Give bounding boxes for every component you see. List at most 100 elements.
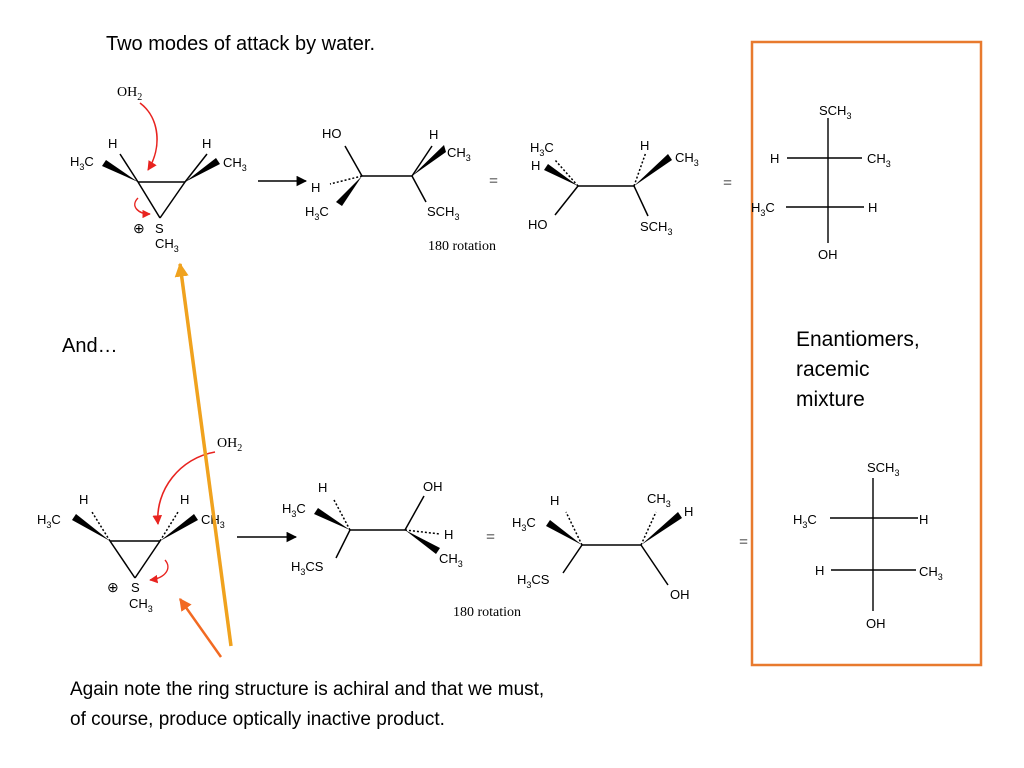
bottom-product-labels: H H3C OH H CH3 H3CS bbox=[282, 479, 463, 577]
svg-text:H3C: H3C bbox=[793, 512, 817, 530]
svg-text:H: H bbox=[108, 136, 117, 151]
svg-text:H: H bbox=[531, 158, 540, 173]
wedge-bond bbox=[546, 520, 582, 545]
svg-text:Enantiomers,: Enantiomers, bbox=[796, 328, 920, 351]
svg-text:CH3: CH3 bbox=[439, 551, 463, 569]
svg-text:H3C: H3C bbox=[37, 512, 61, 530]
svg-text:SCH3: SCH3 bbox=[640, 219, 672, 237]
bottom-ring-labels: H H H3C CH3 S CH3 ⊕ bbox=[37, 492, 225, 614]
equals-sign: = bbox=[486, 529, 495, 546]
svg-text:H: H bbox=[770, 151, 779, 166]
bottom-product-sawhorse bbox=[333, 495, 441, 559]
long-pointer-arrow bbox=[174, 262, 233, 647]
svg-text:SCH3: SCH3 bbox=[427, 204, 459, 222]
svg-text:H: H bbox=[684, 504, 693, 519]
svg-text:H3C: H3C bbox=[70, 154, 94, 172]
svg-text:CH3: CH3 bbox=[675, 150, 699, 168]
ring-open-arrow bbox=[149, 559, 169, 584]
svg-text:of course, produce optically i: of course, produce optically inactive pr… bbox=[70, 709, 445, 730]
svg-text:OH: OH bbox=[866, 616, 886, 631]
svg-text:H: H bbox=[180, 492, 189, 507]
wedge-bond bbox=[405, 530, 440, 554]
svg-text:OH: OH bbox=[670, 587, 690, 602]
svg-text:H: H bbox=[815, 563, 824, 578]
wedge-bond bbox=[641, 512, 682, 545]
svg-text:CH3: CH3 bbox=[647, 491, 671, 509]
enantiomers-label: Enantiomers, racemic mixture bbox=[796, 328, 920, 411]
svg-text:CH3: CH3 bbox=[223, 155, 247, 173]
enantiomer-box bbox=[750, 40, 983, 667]
svg-text:H: H bbox=[550, 493, 559, 508]
svg-text:OH: OH bbox=[818, 247, 838, 262]
wedge-bond bbox=[314, 508, 350, 530]
ring-open-arrow bbox=[134, 197, 151, 219]
bottom-episulfonium-ring bbox=[91, 511, 179, 579]
svg-text:H3C: H3C bbox=[751, 200, 775, 218]
short-pointer-arrow bbox=[178, 597, 223, 658]
svg-text:OH: OH bbox=[423, 479, 443, 494]
svg-text:SCH3: SCH3 bbox=[867, 460, 899, 478]
note-text: Again note the ring structure is achiral… bbox=[70, 679, 544, 730]
svg-text:HO: HO bbox=[528, 217, 548, 232]
equals-sign: = bbox=[723, 175, 732, 192]
svg-text:CH3: CH3 bbox=[919, 564, 943, 582]
svg-text:H: H bbox=[919, 512, 928, 527]
svg-text:H3C: H3C bbox=[530, 140, 554, 158]
svg-text:CH3: CH3 bbox=[447, 145, 471, 163]
water-label: OH2 bbox=[217, 436, 242, 454]
wedge-bond bbox=[185, 158, 220, 182]
svg-text:H3C: H3C bbox=[282, 501, 306, 519]
equals-sign: = bbox=[739, 534, 748, 551]
svg-text:CH3: CH3 bbox=[867, 151, 891, 169]
svg-text:S: S bbox=[131, 580, 140, 595]
svg-text:⊕: ⊕ bbox=[133, 220, 145, 236]
svg-text:H3CS: H3CS bbox=[291, 559, 324, 577]
svg-text:mixture: mixture bbox=[796, 388, 865, 411]
fischer-projection-bottom bbox=[830, 478, 918, 611]
svg-text:H: H bbox=[318, 480, 327, 495]
wedge-bond bbox=[72, 514, 110, 541]
top-rotated-sawhorse bbox=[554, 151, 649, 217]
attack-arrow bbox=[139, 102, 158, 171]
svg-text:CH3: CH3 bbox=[155, 236, 179, 254]
wedge-bond bbox=[634, 154, 672, 186]
svg-text:H: H bbox=[311, 180, 320, 195]
wedge-bond bbox=[336, 176, 362, 206]
top-product-labels: HO H CH3 H H3C SCH3 bbox=[305, 126, 471, 222]
top-product-sawhorse bbox=[329, 145, 433, 203]
svg-text:Again note the ring structure: Again note the ring structure is achiral… bbox=[70, 679, 544, 700]
svg-text:H: H bbox=[429, 127, 438, 142]
svg-text:CH3: CH3 bbox=[129, 596, 153, 614]
wedge-bond bbox=[102, 160, 138, 182]
svg-text:H: H bbox=[202, 136, 211, 151]
fischer-projection-top bbox=[786, 118, 864, 243]
equals-sign: = bbox=[489, 173, 498, 190]
svg-text:H3C: H3C bbox=[512, 515, 536, 533]
svg-text:H: H bbox=[868, 200, 877, 215]
wedge-bond bbox=[412, 145, 446, 176]
svg-text:SCH3: SCH3 bbox=[819, 103, 851, 121]
rotation-label: 180 rotation bbox=[428, 239, 496, 254]
svg-text:H3C: H3C bbox=[305, 204, 329, 222]
bottom-rotated-sawhorse bbox=[562, 511, 669, 586]
fischer-top-labels: SCH3 H CH3 H3C H OH bbox=[751, 103, 891, 262]
wedge-bond bbox=[544, 164, 578, 186]
and-label: And… bbox=[62, 335, 118, 357]
water-label: OH2 bbox=[117, 85, 142, 103]
bottom-rotated-labels: H H3C CH3 H H3CS OH bbox=[512, 491, 693, 602]
fischer-bottom-labels: SCH3 H3C H H CH3 OH bbox=[793, 460, 943, 631]
svg-text:H: H bbox=[640, 138, 649, 153]
svg-text:S: S bbox=[155, 221, 164, 236]
top-episulfonium-ring bbox=[119, 153, 208, 219]
rotation-label: 180 rotation bbox=[453, 605, 521, 620]
svg-text:HO: HO bbox=[322, 126, 342, 141]
svg-text:H: H bbox=[444, 527, 453, 542]
svg-text:racemic: racemic bbox=[796, 358, 870, 381]
top-rotated-labels: H3C H H CH3 HO SCH3 bbox=[528, 138, 699, 237]
top-ring-labels: H H H3C CH3 S CH3 ⊕ bbox=[70, 136, 247, 254]
slide-title: Two modes of attack by water. bbox=[106, 33, 375, 55]
wedge-bond bbox=[160, 514, 198, 541]
svg-text:H: H bbox=[79, 492, 88, 507]
svg-text:⊕: ⊕ bbox=[107, 579, 119, 595]
